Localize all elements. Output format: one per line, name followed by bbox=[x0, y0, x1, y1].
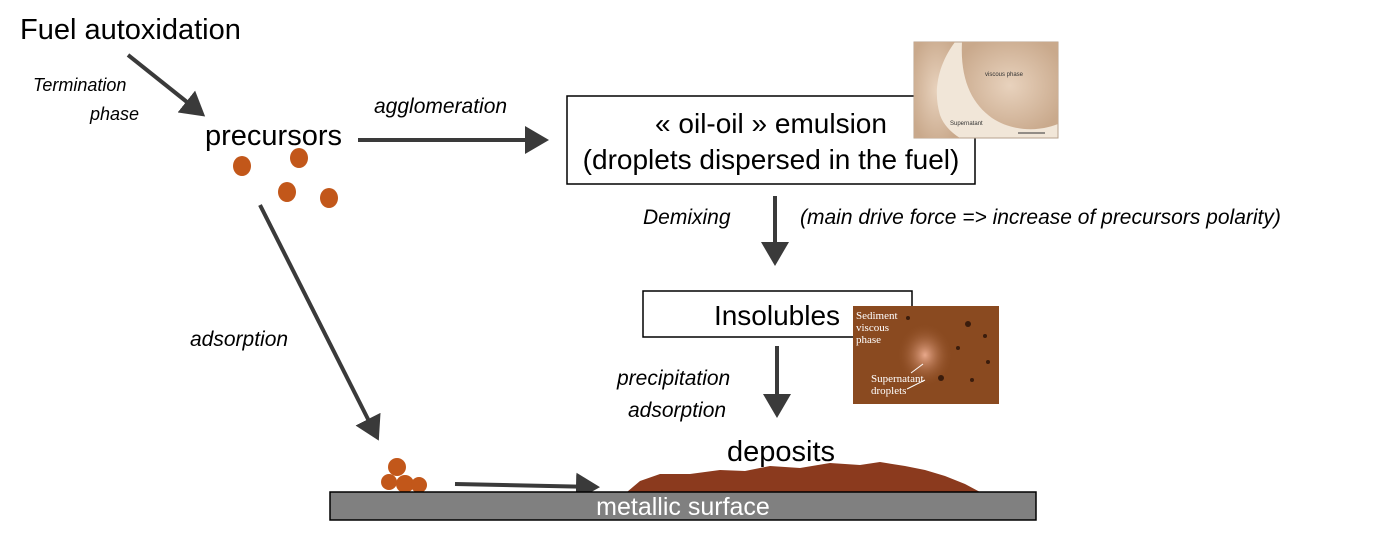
insolubles-label: Insolubles bbox=[714, 300, 840, 331]
precursors-label: precursors bbox=[205, 120, 342, 152]
deposits-label: deposits bbox=[727, 436, 835, 468]
micrograph1-supernatant-label: Supernatant bbox=[950, 121, 983, 127]
micrograph2-droplet bbox=[983, 334, 987, 338]
adsorption-arrow bbox=[258, 204, 381, 441]
micrograph2-sediment-line2: viscous bbox=[856, 322, 889, 334]
metallic-surface bbox=[329, 491, 1037, 521]
emulsion-label-line2: (droplets dispersed in the fuel) bbox=[583, 144, 960, 175]
micrograph1-droplet-right bbox=[961, 42, 1058, 130]
cluster-to-deposits-arrow bbox=[454, 472, 600, 501]
precursor-droplet bbox=[233, 156, 251, 176]
termination-label-line2: phase bbox=[89, 104, 139, 124]
insolubles-micrograph: Sediment viscous phase Supernatant dropl… bbox=[853, 306, 999, 404]
micrograph2-pointer bbox=[910, 363, 924, 374]
micrograph1-viscous-label: viscous phase bbox=[985, 72, 1024, 78]
agglomeration-label: agglomeration bbox=[374, 95, 507, 118]
precipitation-label: precipitation bbox=[616, 367, 730, 390]
cluster-droplet bbox=[381, 474, 397, 490]
micrograph2-droplet bbox=[965, 321, 971, 327]
micrograph2-supernatant-line2: droplets bbox=[871, 385, 906, 397]
emulsion-box bbox=[566, 95, 976, 185]
precursor-droplets bbox=[233, 148, 338, 208]
drive-force-label: (main drive force => increase of precurs… bbox=[800, 206, 1281, 229]
adsorbed-droplet-cluster bbox=[381, 458, 427, 493]
metallic-surface-label: metallic surface bbox=[596, 493, 770, 521]
autoxidation-to-precursors-arrow bbox=[126, 53, 206, 117]
deposit-layer bbox=[627, 462, 980, 492]
micrograph2-droplet bbox=[986, 360, 990, 364]
precursor-droplet bbox=[278, 182, 296, 202]
micrograph1-droplet-left bbox=[914, 42, 960, 138]
micrograph2-sediment-line3: phase bbox=[856, 334, 881, 346]
precursor-droplet bbox=[320, 188, 338, 208]
micrograph2-droplet bbox=[956, 346, 960, 350]
demixing-label: Demixing bbox=[643, 206, 731, 229]
micrograph2-droplet bbox=[970, 378, 974, 382]
fuel-autoxidation-label: Fuel autoxidation bbox=[20, 14, 241, 46]
precursor-droplet bbox=[290, 148, 308, 168]
adsorption2-label: adsorption bbox=[628, 399, 726, 422]
micrograph2-droplet bbox=[906, 316, 910, 320]
cluster-droplet bbox=[388, 458, 406, 476]
micrograph2-glow bbox=[897, 323, 953, 387]
micrograph2-droplet bbox=[938, 375, 944, 381]
emulsion-label-line1: « oil-oil » emulsion bbox=[655, 108, 887, 139]
adsorption-label: adsorption bbox=[190, 328, 288, 351]
cluster-droplet bbox=[411, 477, 427, 493]
micrograph2-sediment-line1: Sediment bbox=[856, 310, 898, 322]
micrograph2-pointer bbox=[906, 379, 926, 390]
cluster-droplet bbox=[396, 475, 414, 493]
termination-label-line1: Termination bbox=[33, 75, 126, 95]
emulsion-micrograph: viscous phase Supernatant bbox=[913, 41, 1059, 139]
micrograph2-supernatant-line1: Supernatant bbox=[871, 373, 924, 385]
